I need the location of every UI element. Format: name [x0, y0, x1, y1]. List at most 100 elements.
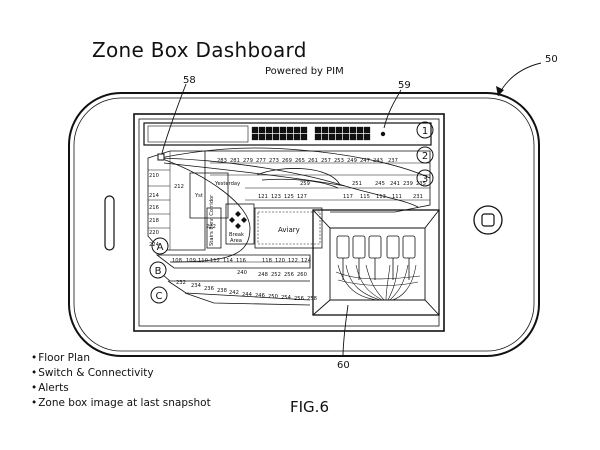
- room-label: 222: [206, 224, 216, 230]
- row-marker-circles: [149, 237, 169, 304]
- room-label: 121: [258, 194, 268, 200]
- room-label: 237: [388, 158, 398, 164]
- room-label: 239: [403, 181, 413, 187]
- reference-arrowhead: [496, 86, 504, 96]
- leader-lines: [161, 62, 542, 358]
- room-label: 269: [282, 158, 292, 164]
- floor-plan: [147, 147, 431, 306]
- port-callouts: [416, 121, 434, 187]
- room-label: 115: [360, 194, 370, 200]
- home-button[interactable]: [473, 205, 503, 235]
- room-label: 261: [308, 158, 318, 164]
- room-label: 236: [204, 286, 214, 292]
- room-label: 250: [268, 294, 278, 300]
- room-label: 127: [297, 194, 307, 200]
- switch-port: [293, 126, 301, 134]
- feature-item: Alerts: [31, 381, 211, 396]
- switch-port: [342, 133, 350, 141]
- cable-bundle: [335, 264, 421, 301]
- room-label: 242: [229, 290, 239, 296]
- switch-port: [272, 126, 280, 134]
- switch-port: [265, 126, 273, 134]
- room-label: 120: [275, 258, 285, 264]
- switch-port: [300, 126, 308, 134]
- room-label: 265: [295, 158, 305, 164]
- room-label: 113: [376, 194, 386, 200]
- switch-port: [258, 126, 266, 134]
- room-label: 238: [217, 288, 227, 294]
- room-label: 124: [301, 258, 312, 264]
- ref-59: 59: [398, 80, 411, 91]
- network-switch: [143, 122, 432, 146]
- switch-port: [286, 126, 294, 134]
- switch-port: [363, 126, 371, 134]
- room-label: 224: [149, 242, 160, 248]
- room-label: 118: [262, 258, 272, 264]
- break-area-furniture: [229, 211, 247, 229]
- room-label: 244: [242, 292, 253, 298]
- label-break-area-1: Break: [229, 232, 244, 238]
- room-label: 281: [230, 158, 240, 164]
- room-label: 117: [343, 194, 353, 200]
- room-label: 110: [198, 258, 208, 264]
- room-label: 279: [243, 158, 253, 164]
- switch-port: [279, 126, 287, 134]
- switch-port: [286, 133, 294, 141]
- room-label: 108: [172, 258, 182, 264]
- room-label: 273: [269, 158, 279, 164]
- port-label-2: 2: [422, 151, 428, 162]
- label-yst: Yst: [194, 193, 203, 199]
- room-grid: [148, 151, 430, 263]
- room-label: 241: [390, 181, 400, 187]
- switch-port: [328, 133, 336, 141]
- switch-port: [321, 126, 329, 134]
- room-label: 256: [294, 296, 304, 302]
- room-label: 243: [373, 158, 383, 164]
- switch-port: [314, 133, 322, 141]
- port-label-1: 1: [422, 126, 428, 137]
- switch-port: [356, 133, 364, 141]
- switch-port: [321, 133, 329, 141]
- room-label: 210: [149, 173, 159, 179]
- room-label: 231: [413, 194, 423, 200]
- phone-body: [68, 92, 540, 357]
- room-label: 125: [284, 194, 294, 200]
- ref-50: 50: [545, 54, 558, 65]
- room-label: 253: [334, 158, 344, 164]
- switch-port: [363, 133, 371, 141]
- fiber-couplers: [336, 235, 416, 280]
- room-label: 220: [149, 230, 159, 236]
- room-label: 246: [255, 293, 265, 299]
- label-break-area-2: Area: [230, 238, 242, 244]
- feature-item: Switch & Connectivity: [31, 366, 211, 381]
- switch-port: [335, 126, 343, 134]
- room-label: 257: [321, 158, 331, 164]
- feature-item: Floor Plan: [31, 351, 211, 366]
- room-label: 283: [217, 158, 227, 164]
- room-label: 249: [347, 158, 357, 164]
- room-label: 234: [191, 283, 202, 289]
- room-label: 245: [375, 181, 385, 187]
- switch-port: [328, 126, 336, 134]
- speaker-slot: [104, 195, 115, 251]
- switch-port: [251, 126, 259, 134]
- room-label: 123: [271, 194, 281, 200]
- switch-port: [265, 133, 273, 141]
- room-label: 252: [271, 272, 281, 278]
- room-label: 247: [360, 158, 370, 164]
- room-label: 214: [149, 193, 160, 199]
- switch-port: [335, 133, 343, 141]
- room-label: 256: [284, 272, 294, 278]
- room-label: 240: [237, 270, 247, 276]
- switch-port: [300, 133, 308, 141]
- room-label: 258: [307, 296, 317, 302]
- room-label: 235: [416, 181, 426, 187]
- zone-box-marker: [157, 153, 165, 161]
- zone-box-image: [312, 209, 440, 316]
- switch-port: [272, 133, 280, 141]
- room-label: 251: [352, 181, 362, 187]
- switch-port: [349, 126, 357, 134]
- switch-port: [356, 126, 364, 134]
